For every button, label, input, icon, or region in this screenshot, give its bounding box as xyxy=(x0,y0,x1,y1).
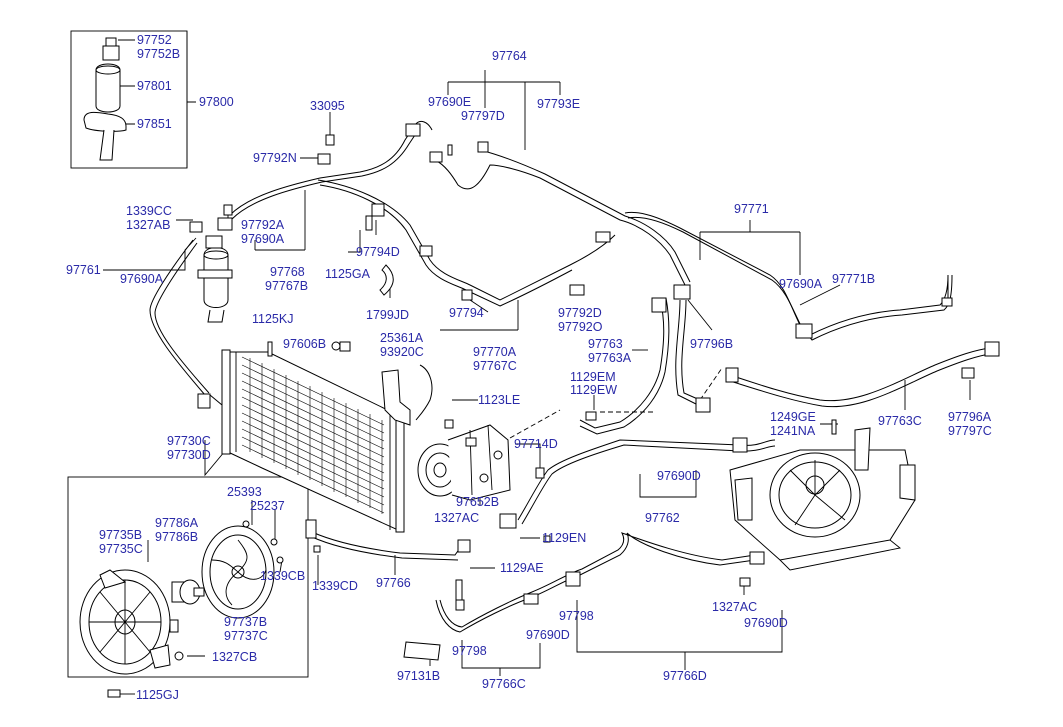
label-97798-1: 97798 xyxy=(559,609,594,623)
label-1327AB: 1327AB xyxy=(126,218,170,232)
label-97786B: 97786B xyxy=(155,530,198,544)
label-97770A: 97770A xyxy=(473,345,517,359)
label-97800: 97800 xyxy=(199,95,234,109)
receiver-drier-inset-box xyxy=(70,30,188,169)
label-97792O: 97792O xyxy=(558,320,603,334)
label-97690D-1: 97690D xyxy=(657,469,701,483)
label-97763A: 97763A xyxy=(588,351,632,365)
label-97851: 97851 xyxy=(137,117,172,131)
label-97652B: 97652B xyxy=(456,495,499,509)
label-97786A: 97786A xyxy=(155,516,199,530)
refrigerant-pipes xyxy=(149,120,991,633)
label-1129EW: 1129EW xyxy=(570,383,617,397)
leader-lines xyxy=(103,31,971,695)
label-97752B: 97752B xyxy=(137,47,180,61)
label-97768: 97768 xyxy=(270,265,305,279)
label-97737B: 97737B xyxy=(224,615,267,629)
label-97131B: 97131B xyxy=(397,669,440,683)
condenser-bracket xyxy=(331,341,433,426)
label-97690D-2: 97690D xyxy=(526,628,570,642)
label-97763: 97763 xyxy=(588,337,623,351)
label-1249GE: 1249GE xyxy=(770,410,816,424)
label-97766C: 97766C xyxy=(482,677,526,691)
label-97730C: 97730C xyxy=(167,434,211,448)
part-number-labels: 97752 97752B 97801 97800 97851 33095 977… xyxy=(66,33,992,702)
label-97735B: 97735B xyxy=(99,528,142,542)
label-97771B: 97771B xyxy=(832,272,875,286)
label-97737C: 97737C xyxy=(224,629,268,643)
label-97796A: 97796A xyxy=(948,410,992,424)
label-97771: 97771 xyxy=(734,202,769,216)
label-97798-2: 97798 xyxy=(452,644,487,658)
label-97690A-1: 97690A xyxy=(241,232,285,246)
label-1241NA: 1241NA xyxy=(770,424,816,438)
label-1799JD: 1799JD xyxy=(366,308,409,322)
label-97801: 97801 xyxy=(137,79,172,93)
label-97752: 97752 xyxy=(137,33,172,47)
label-97766D: 97766D xyxy=(663,669,707,683)
label-97606B: 97606B xyxy=(283,337,326,351)
label-25237: 25237 xyxy=(250,499,285,513)
label-97730D: 97730D xyxy=(167,448,211,462)
label-1125GA: 1125GA xyxy=(325,267,371,281)
fan-assembly-inset-box xyxy=(67,476,309,678)
label-97797C: 97797C xyxy=(948,424,992,438)
label-97797D: 97797D xyxy=(461,109,505,123)
receiver-drier-main xyxy=(189,221,233,323)
label-1327AC-1: 1327AC xyxy=(434,511,479,525)
label-1129EM: 1129EM xyxy=(570,370,616,384)
label-97766: 97766 xyxy=(376,576,411,590)
label-97690A-2: 97690A xyxy=(120,272,164,286)
label-33095: 33095 xyxy=(310,99,345,113)
label-97792N: 97792N xyxy=(253,151,297,165)
label-1125GJ: 1125GJ xyxy=(136,688,179,702)
label-1125KJ: 1125KJ xyxy=(252,312,293,326)
dashed-guides xyxy=(509,367,723,439)
receiver-drier-inset xyxy=(83,37,127,161)
fasteners-and-clips xyxy=(197,123,1000,661)
label-97762: 97762 xyxy=(645,511,680,525)
label-97792A: 97792A xyxy=(241,218,285,232)
condenser xyxy=(221,349,405,533)
label-97794D: 97794D xyxy=(356,245,400,259)
label-97767B: 97767B xyxy=(265,279,308,293)
label-97793E: 97793E xyxy=(537,97,580,111)
label-97690D-3: 97690D xyxy=(744,616,788,630)
label-97735C: 97735C xyxy=(99,542,143,556)
label-97714D: 97714D xyxy=(514,437,558,451)
label-97764: 97764 xyxy=(492,49,527,63)
label-1129AE: 1129AE xyxy=(500,561,544,575)
fan-assembly-inset xyxy=(79,520,284,698)
ac-compressor xyxy=(417,424,511,501)
label-1339CC: 1339CC xyxy=(126,204,172,218)
label-97796B: 97796B xyxy=(690,337,733,351)
label-97763C: 97763C xyxy=(878,414,922,428)
condenser-fan-module-right xyxy=(729,427,916,571)
label-97794: 97794 xyxy=(449,306,484,320)
label-25393: 25393 xyxy=(227,485,262,499)
label-1327AC-2: 1327AC xyxy=(712,600,757,614)
label-97690A-3: 97690A xyxy=(779,277,823,291)
label-97767C: 97767C xyxy=(473,359,517,373)
label-25361A: 25361A xyxy=(380,331,424,345)
label-97792D: 97792D xyxy=(558,306,602,320)
label-1123LE: 1123LE xyxy=(478,393,520,407)
label-1339CD: 1339CD xyxy=(312,579,358,593)
label-93920C: 93920C xyxy=(380,345,424,359)
label-1129EN: 1129EN xyxy=(542,531,586,545)
label-1327CB: 1327CB xyxy=(212,650,257,664)
label-97761: 97761 xyxy=(66,263,101,277)
label-1339CB: 1339CB xyxy=(260,569,305,583)
label-97690E: 97690E xyxy=(428,95,471,109)
